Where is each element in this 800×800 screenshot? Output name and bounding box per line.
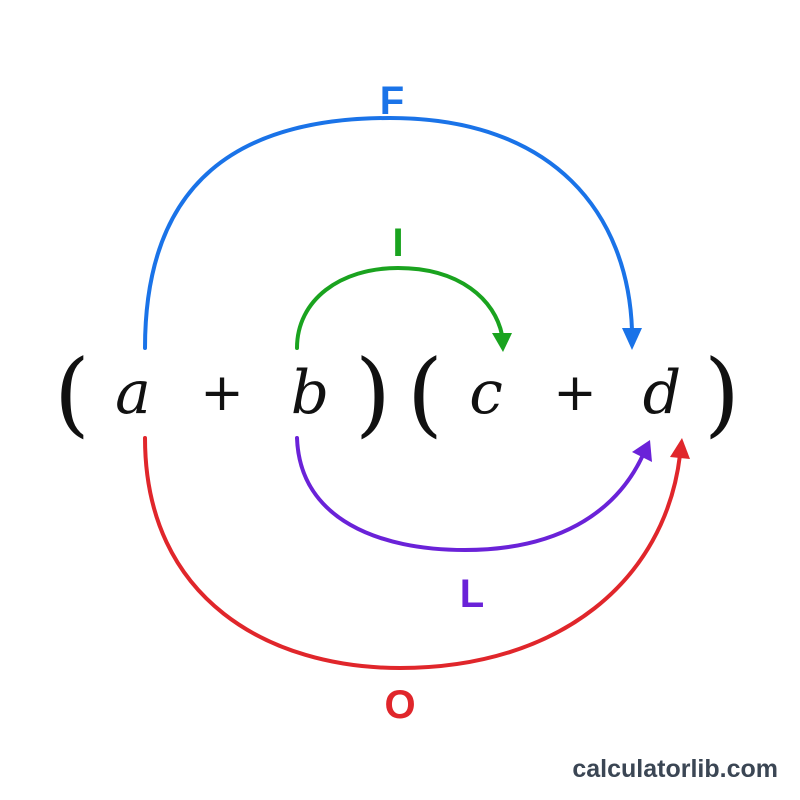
term-d: d [643, 358, 681, 428]
inner-label: I [392, 221, 403, 265]
open-paren-1: ( [54, 340, 90, 447]
last-arc [295, 436, 645, 553]
close-paren-1: ) [355, 340, 391, 447]
plus-1: + [200, 363, 244, 423]
close-paren-2: ) [704, 340, 740, 447]
first-label: F [380, 79, 404, 123]
plus-2: + [553, 363, 597, 423]
term-c: c [469, 358, 503, 428]
outer-label: O [384, 683, 415, 727]
first-arc [143, 115, 634, 350]
inner-arrowhead [492, 333, 512, 352]
first-arrowhead [622, 328, 642, 350]
open-paren-2: ( [407, 340, 443, 447]
watermark: calculatorlib.com [572, 755, 778, 783]
last-label: L [460, 572, 484, 616]
last-arrowhead [632, 440, 652, 462]
outer-arc [143, 436, 682, 671]
inner-arc [295, 265, 504, 350]
outer-arrowhead [670, 438, 690, 459]
term-a: a [115, 358, 151, 428]
term-b: b [291, 358, 329, 428]
